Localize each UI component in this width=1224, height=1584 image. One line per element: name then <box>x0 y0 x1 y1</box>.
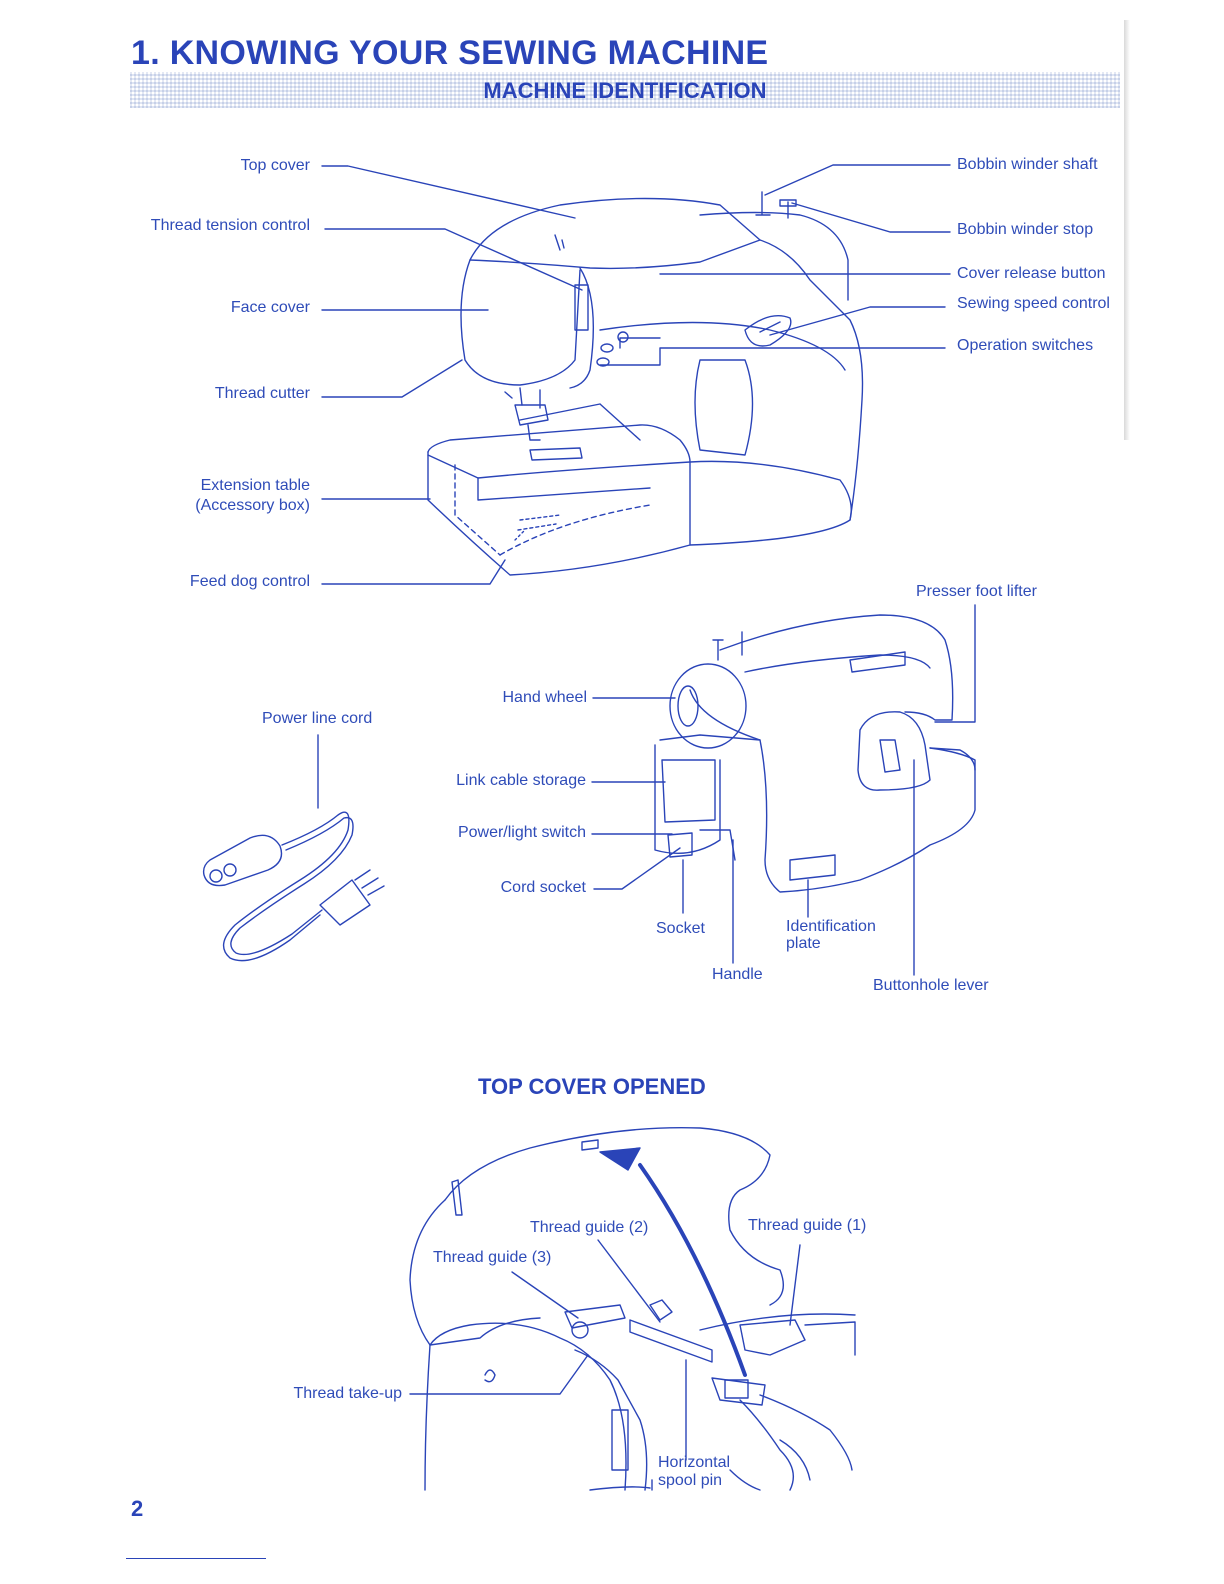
label-top-cover: Top cover <box>240 157 310 174</box>
label-cover-release-button: Cover release button <box>957 265 1106 282</box>
front-machine-illustration <box>322 165 950 584</box>
label-cord-socket: Cord socket <box>500 879 586 896</box>
label-face-cover: Face cover <box>230 299 310 316</box>
section-title: MACHINE IDENTIFICATION <box>483 78 767 103</box>
label-socket: Socket <box>656 920 705 937</box>
label-feed-dog-control: Feed dog control <box>189 573 310 590</box>
page-title: 1. KNOWING YOUR SEWING MACHINE <box>131 34 769 72</box>
label-identification-plate-line1: Identification <box>786 918 876 935</box>
page-number: 2 <box>131 1496 144 1521</box>
top-cover-opened-illustration <box>410 1128 855 1490</box>
label-handle: Handle <box>712 966 763 983</box>
label-extension-table: Extension table <box>200 477 310 494</box>
top-cover-opened-title: TOP COVER OPENED <box>478 1074 706 1099</box>
label-buttonhole-lever: Buttonhole lever <box>873 977 989 994</box>
label-horizontal-spool-pin-line2: spool pin <box>658 1472 723 1489</box>
label-thread-tension-control: Thread tension control <box>150 217 310 234</box>
label-operation-switches: Operation switches <box>957 337 1094 354</box>
label-horizontal-spool-pin-line1: Horizontal <box>658 1454 731 1471</box>
label-power-light-switch: Power/light switch <box>457 824 586 841</box>
rear-machine-illustration <box>592 605 975 975</box>
label-identification-plate-line2: plate <box>786 935 821 952</box>
footer-rule <box>126 1558 266 1559</box>
page-edge-shadow <box>1124 20 1130 440</box>
label-hand-wheel: Hand wheel <box>502 689 588 706</box>
label-presser-foot-lifter: Presser foot lifter <box>916 583 1037 600</box>
power-cord-illustration <box>204 735 384 961</box>
label-link-cable-storage: Link cable storage <box>456 772 586 789</box>
label-accessory-box: (Accessory box) <box>195 497 310 514</box>
section-band: MACHINE IDENTIFICATION <box>130 72 1120 108</box>
label-thread-take-up: Thread take-up <box>293 1385 402 1402</box>
label-thread-cutter: Thread cutter <box>214 385 310 402</box>
label-thread-guide-3: Thread guide (3) <box>433 1249 552 1266</box>
label-bobbin-winder-shaft: Bobbin winder shaft <box>957 156 1098 173</box>
label-power-line-cord: Power line cord <box>262 710 373 727</box>
label-bobbin-winder-stop: Bobbin winder stop <box>957 221 1094 238</box>
label-thread-guide-2: Thread guide (2) <box>530 1219 649 1236</box>
label-thread-guide-1: Thread guide (1) <box>748 1217 867 1234</box>
label-sewing-speed-control: Sewing speed control <box>957 295 1110 312</box>
